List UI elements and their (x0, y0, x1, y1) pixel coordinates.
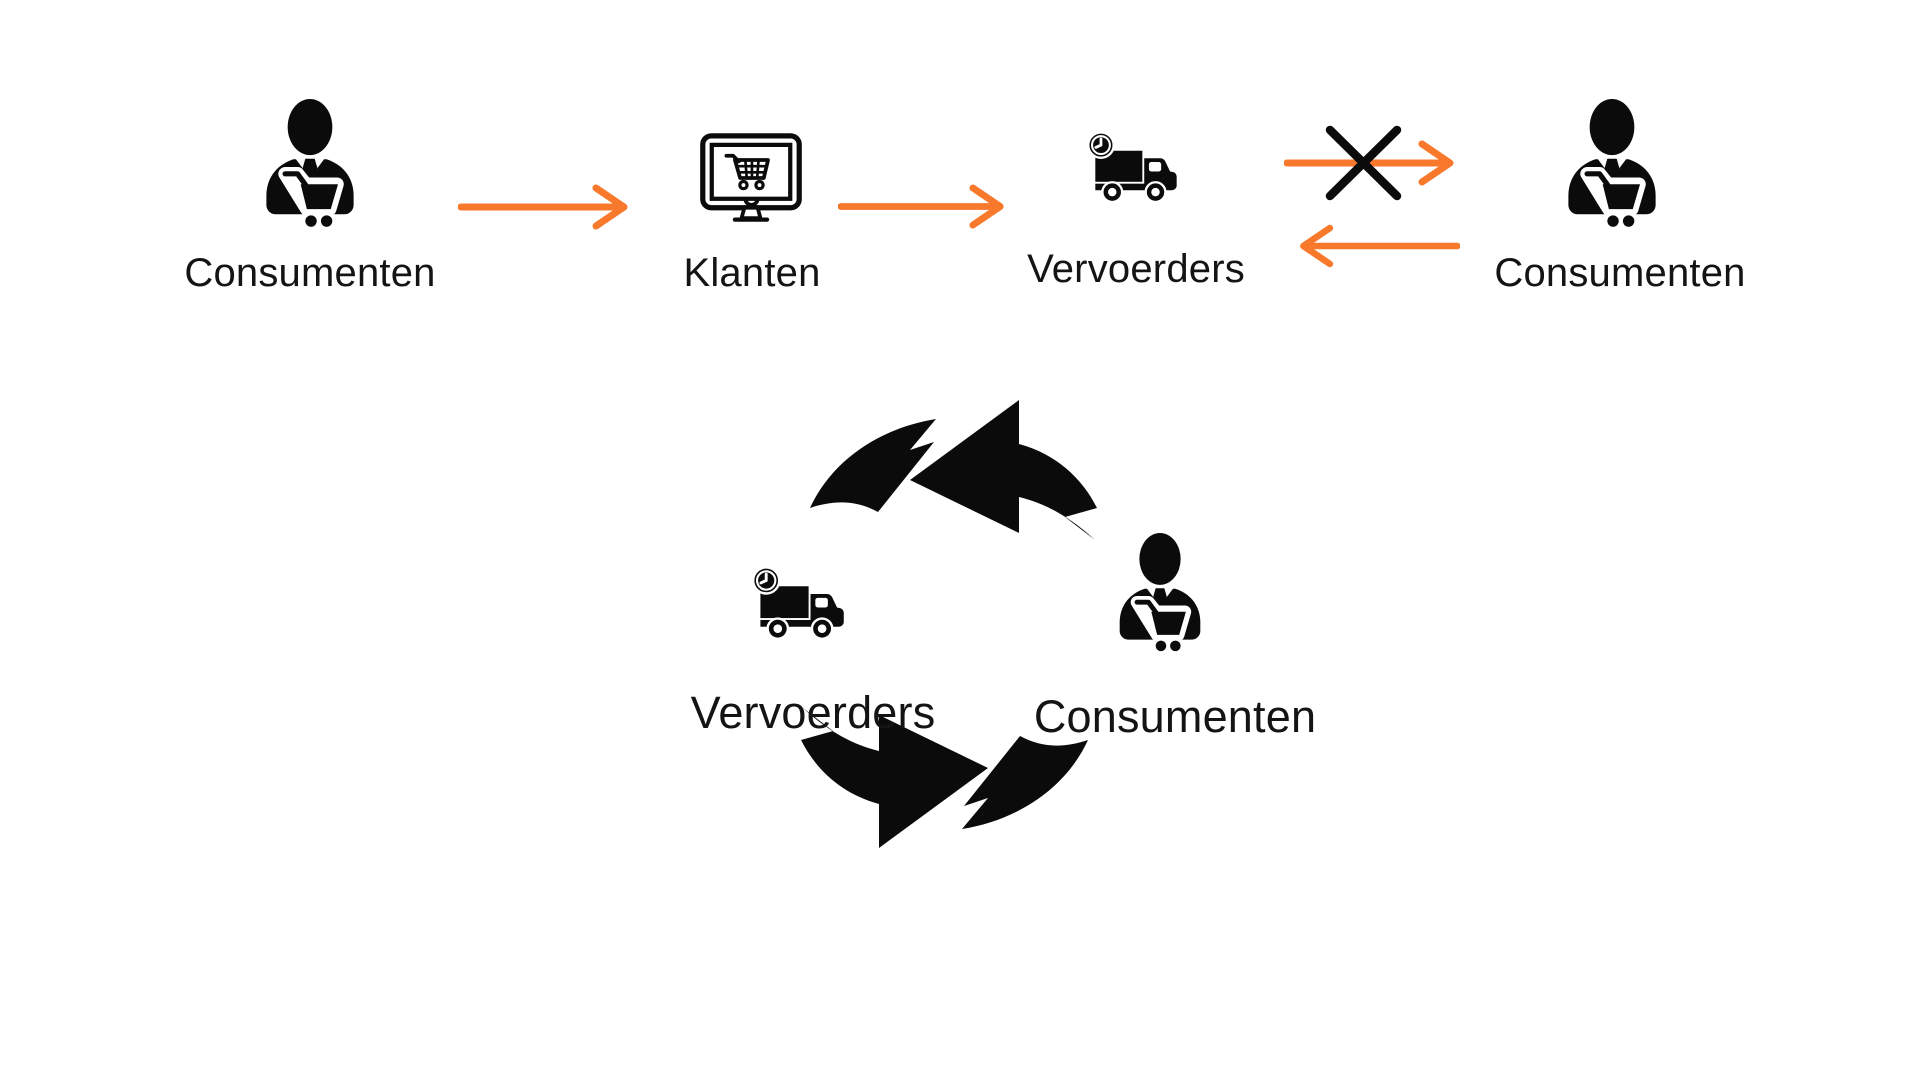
cycle-node-label-vervoerders: Vervoerders (690, 687, 936, 738)
consumer-cart-icon (1560, 98, 1664, 233)
cycle-diagram: Vervoerders Consumenten (0, 330, 1920, 930)
arrow-right-icon (458, 183, 634, 231)
arrow-left-icon (1294, 222, 1460, 270)
cycle-node-label-consumenten: Consumenten (1033, 691, 1317, 742)
flow-node-label-consumenten-1: Consumenten (184, 251, 436, 295)
crossed-arrow-icon (1284, 115, 1460, 211)
consumer-cart-icon (258, 98, 362, 233)
arrow-right-icon (838, 183, 1010, 230)
flow-node-label-vervoerders: Vervoerders (1027, 247, 1245, 291)
consumer-cart-icon (1112, 532, 1208, 657)
delivery-truck-icon (1080, 131, 1184, 210)
flow-node-label-klanten: Klanten (683, 251, 821, 295)
top-flow-diagram: Consumenten Klanten Vervoerders Consumen… (0, 0, 1920, 320)
delivery-truck-icon (745, 566, 851, 647)
webshop-monitor-icon (699, 132, 803, 223)
flow-node-label-consumenten-2: Consumenten (1494, 251, 1746, 295)
